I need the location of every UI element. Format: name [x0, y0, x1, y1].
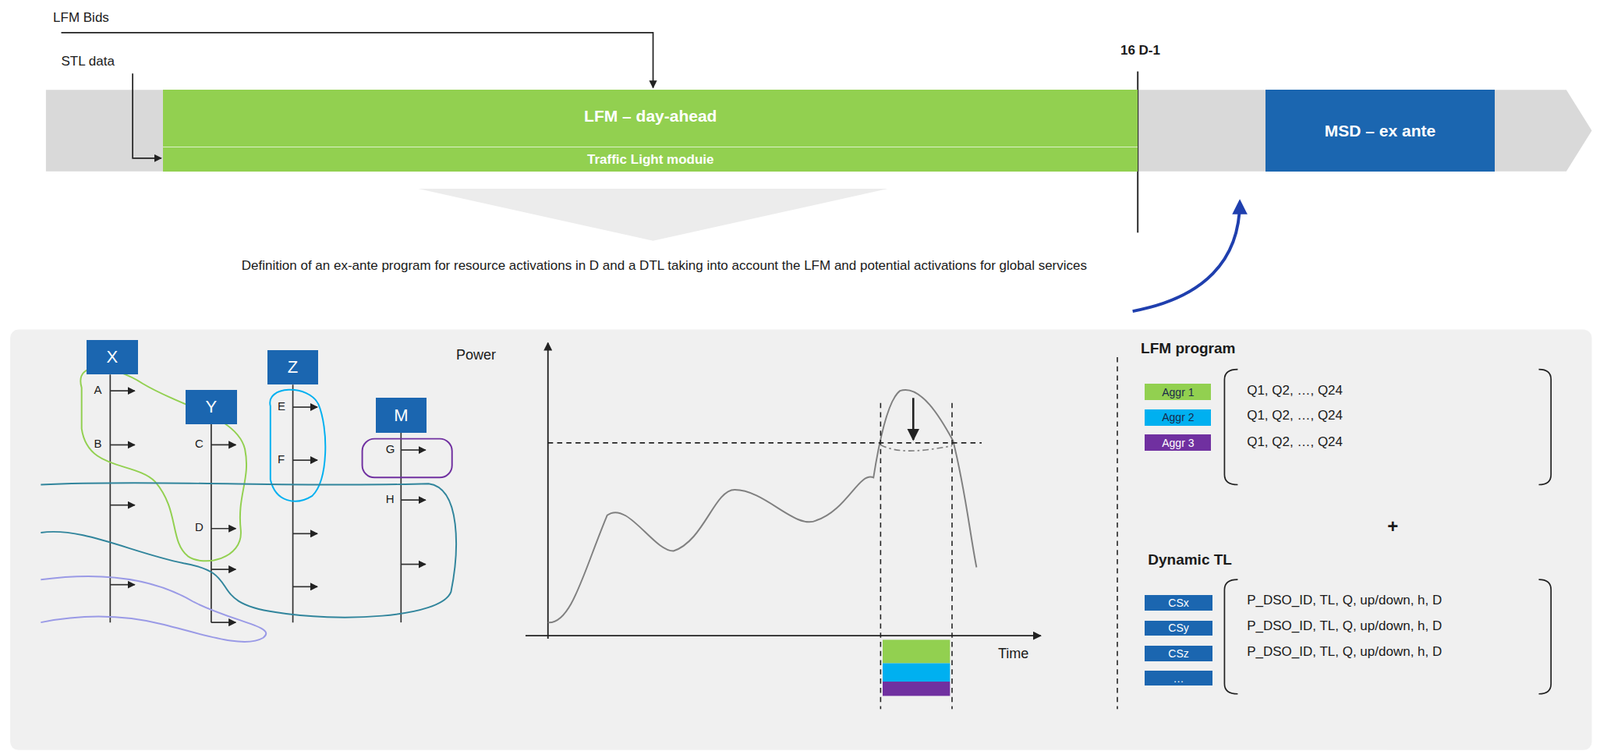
node-letter: G	[385, 442, 396, 456]
bar-purple	[882, 681, 950, 696]
branch-arrow	[109, 444, 135, 447]
branch-arrow	[211, 621, 236, 624]
node-letter: E	[277, 399, 286, 413]
section-title: Dynamic TL	[1147, 551, 1232, 569]
axis-label: Power	[456, 346, 496, 364]
cs-box: CSx	[1144, 594, 1212, 611]
branch-arrow	[109, 584, 135, 586]
aggregator-swatch: Aggr 1	[1144, 383, 1211, 400]
area-lavender	[40, 576, 266, 642]
substation-box: Z	[267, 350, 319, 385]
branch-arrow	[400, 499, 425, 501]
plus-sign: +	[1387, 515, 1399, 538]
node-text: Aggr 1	[1161, 385, 1194, 399]
y-axis	[547, 343, 549, 639]
substation-box: Y	[185, 389, 237, 425]
program-row: Q1, Q2, …, Q24	[1246, 434, 1343, 450]
limit-line	[548, 442, 982, 444]
node-letter: F	[277, 452, 285, 466]
axis-label: Time	[998, 645, 1029, 662]
bottom-panel	[10, 329, 1592, 751]
node-text: LFM – day-ahead	[584, 106, 717, 126]
node-letter: H	[385, 492, 395, 506]
window-line	[951, 403, 953, 710]
load-curve	[548, 389, 977, 623]
cs-box: …	[1144, 670, 1212, 687]
section-title: LFM program	[1140, 339, 1236, 358]
gate-time: 16 D-1	[1120, 42, 1161, 59]
node-text: Z	[287, 357, 298, 378]
lfm-box: LFM – day-aheadTraffic Light moduie	[162, 89, 1138, 172]
x-axis	[525, 634, 1041, 637]
funnel	[418, 188, 889, 241]
input-label: STL data	[61, 53, 115, 70]
cs-box: CSy	[1144, 620, 1212, 637]
substation-box: X	[86, 339, 138, 375]
node-letter: B	[93, 436, 102, 450]
node-text: CSx	[1168, 596, 1189, 609]
node-text: …	[1173, 672, 1185, 685]
node-text: Y	[205, 396, 218, 418]
reduce-arrow	[912, 397, 915, 440]
branch-arrow	[400, 563, 425, 566]
cs-box: CSz	[1144, 645, 1212, 662]
branch-arrow	[109, 389, 135, 392]
aggregator-swatch: Aggr 3	[1144, 434, 1211, 451]
bar-green	[882, 639, 950, 663]
node-letter: A	[93, 382, 102, 397]
bids-arrow	[61, 32, 654, 89]
timeline-arrow	[46, 89, 1593, 172]
node-text: Aggr 2	[1161, 410, 1194, 424]
node-letter: C	[194, 436, 204, 450]
substation-box: M	[375, 397, 427, 432]
branch-arrow	[293, 532, 318, 535]
node-text: X	[106, 346, 119, 368]
dtl-row: P_DSO_ID, TL, Q, up/down, h, D	[1246, 592, 1442, 609]
area-purple	[362, 438, 453, 478]
dtl-row: P_DSO_ID, TL, Q, up/down, h, D	[1246, 644, 1442, 660]
branch-arrow	[293, 585, 318, 588]
msd-box: MSD – ex ante	[1265, 89, 1495, 172]
area-green	[80, 368, 247, 561]
window-line	[880, 403, 882, 710]
traffic-light-band: Traffic Light moduie	[162, 146, 1138, 171]
dtl-row: P_DSO_ID, TL, Q, up/down, h, D	[1246, 618, 1442, 634]
branch-arrow	[211, 568, 236, 570]
divider	[1116, 357, 1119, 709]
node-text: M	[393, 405, 408, 426]
node-letter: D	[194, 520, 204, 534]
node-text: Traffic Light moduie	[587, 152, 714, 168]
description: Definition of an ex-ante program for res…	[215, 255, 1114, 277]
node-text: CSz	[1168, 647, 1189, 660]
curved-arrow	[1132, 201, 1240, 312]
branch-arrow	[211, 527, 236, 530]
reduced-curve	[880, 444, 953, 451]
brackets	[1224, 369, 1551, 694]
branch-arrow	[293, 459, 318, 461]
stl-arrow	[132, 73, 162, 159]
node-text: Aggr 3	[1161, 436, 1194, 450]
branch-arrow	[211, 444, 236, 447]
bar-cyan	[882, 662, 950, 682]
input-label: LFM Bids	[53, 10, 110, 26]
program-row: Q1, Q2, …, Q24	[1246, 407, 1343, 424]
node-text: CSy	[1168, 621, 1189, 634]
program-row: Q1, Q2, …, Q24	[1246, 382, 1343, 399]
branch-arrow	[293, 406, 318, 408]
area-teal	[40, 482, 457, 617]
aggregator-swatch: Aggr 2	[1144, 409, 1211, 426]
node-text: MSD – ex ante	[1324, 121, 1436, 141]
branch-arrow	[400, 449, 425, 451]
branch-arrow	[109, 504, 135, 507]
